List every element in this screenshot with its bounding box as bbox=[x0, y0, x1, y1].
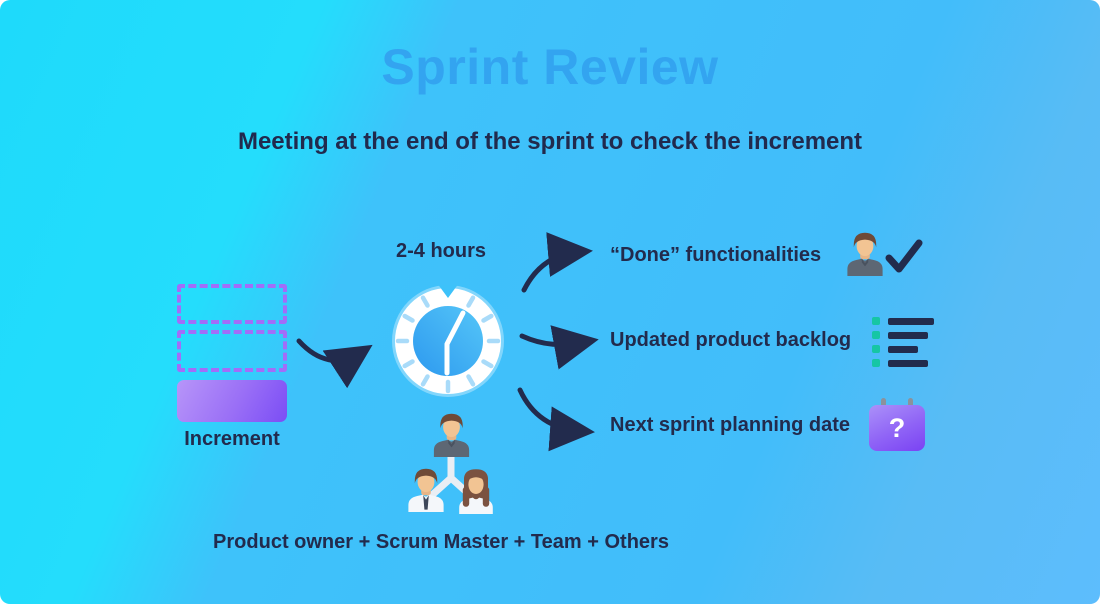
duration-label: 2-4 hours bbox=[396, 240, 487, 262]
arrow-to-done bbox=[521, 232, 593, 293]
backlog-row bbox=[872, 359, 934, 367]
participants-label: Product owner + Scrum Master + Team + Ot… bbox=[213, 531, 669, 553]
arrow-to-backlog bbox=[519, 325, 599, 370]
backlog-row bbox=[872, 345, 934, 353]
calendar-body: ? bbox=[869, 405, 925, 451]
bullet-icon bbox=[872, 331, 880, 339]
bullet-icon bbox=[872, 345, 880, 353]
backlog-row bbox=[872, 317, 934, 325]
arrow-to-planning bbox=[517, 387, 595, 452]
subtitle: Meeting at the end of the sprint to chec… bbox=[237, 128, 863, 155]
outcome-planning-label: Next sprint planning date bbox=[610, 414, 851, 436]
arrow-increment-to-clock bbox=[296, 338, 373, 389]
increment-bar bbox=[177, 380, 287, 422]
page-title: Sprint Review bbox=[381, 39, 719, 95]
backlog-list-icon bbox=[872, 317, 934, 373]
bullet-icon bbox=[872, 359, 880, 367]
checkmark-icon bbox=[885, 239, 923, 273]
outcome-done-label: “Done” functionalities bbox=[610, 244, 822, 266]
backlog-row bbox=[872, 331, 934, 339]
team-org-icon bbox=[408, 413, 493, 514]
person-icon bbox=[847, 232, 883, 276]
clock-icon bbox=[392, 285, 504, 397]
outcome-backlog-label: Updated product backlog bbox=[610, 329, 852, 351]
bullet-icon bbox=[872, 317, 880, 325]
increment-label: Increment bbox=[184, 428, 280, 450]
increment-dashed-box-2 bbox=[177, 330, 287, 372]
increment-dashed-box-1 bbox=[177, 284, 287, 324]
calendar-question-icon: ? bbox=[869, 398, 925, 452]
